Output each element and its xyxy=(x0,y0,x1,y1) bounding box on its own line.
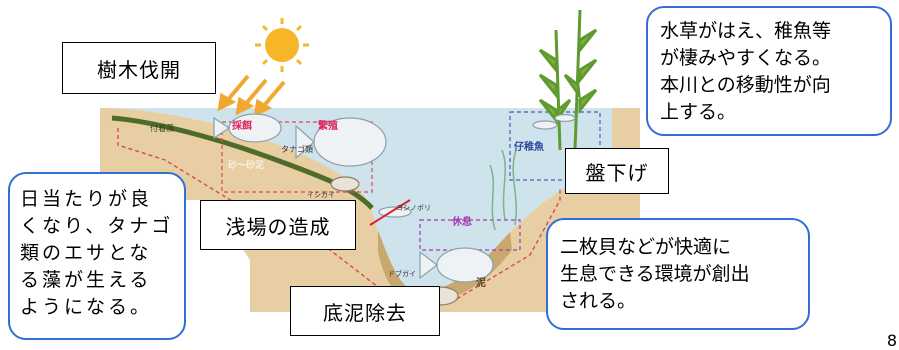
dredging-box: 底泥除去 xyxy=(290,286,440,336)
label-dobugai: ドブガイ xyxy=(388,269,416,278)
dredging-label: 底泥除去 xyxy=(323,300,407,325)
aquatic-plant-icon xyxy=(538,9,598,151)
label-sand-mud: 砂〜砂泥 xyxy=(228,159,264,171)
label-mud: 泥 xyxy=(476,276,486,289)
tree-cutting-label: 樹木伐開 xyxy=(97,57,181,82)
sun-icon xyxy=(255,18,309,72)
bivalves-callout: 二枚貝などが快適に 生息できる環境が創出 される。 xyxy=(546,218,810,330)
label-ishigai: イシガイ xyxy=(307,190,335,199)
lowering-label: 盤下げ xyxy=(585,160,649,185)
river-cross-section-diagram: 付着藻 採餌 繁殖 タナゴ類 砂〜砂泥 イシガイ ヨシノボリ 休息 仔稚魚 ドブ… xyxy=(100,9,640,312)
original-profile-dashed xyxy=(117,128,561,301)
label-tanago: タナゴ類 xyxy=(281,144,313,154)
shallows-box: 浅場の造成 xyxy=(200,200,356,250)
page-number: 8 xyxy=(886,331,897,350)
label-resting: 休息 xyxy=(451,215,472,228)
aquatic-plants-callout: 水草がはえ、稚魚等 が棲みやすくなる。 本川との移動性が向 上する。 xyxy=(646,6,892,136)
shallows-label: 浅場の造成 xyxy=(225,214,331,239)
water-area xyxy=(100,108,612,293)
label-juvenile: 仔稚魚 xyxy=(514,140,544,153)
sunlight-text: 日当たりが良 くなり、タナゴ 類のエサとな る藻が生える ようになる。 xyxy=(20,188,174,318)
fish-icon xyxy=(213,113,576,283)
label-algae: 付着藻 xyxy=(150,123,174,133)
submerged-weed-icon xyxy=(489,149,517,231)
label-breeding: 繁殖 xyxy=(317,119,338,132)
aquatic-plants-text: 水草がはえ、稚魚等 が棲みやすくなる。 本川との移動性が向 上する。 xyxy=(660,20,832,123)
bivalves-text: 二枚貝などが快適に 生息できる環境が創出 される。 xyxy=(560,236,750,312)
soil-area xyxy=(100,108,640,312)
sunray-arrows-icon xyxy=(217,74,286,118)
label-feeding: 採餌 xyxy=(232,119,252,132)
red-slash-mark xyxy=(369,199,411,226)
lowering-box: 盤下げ xyxy=(565,148,669,194)
resting-region-dashed xyxy=(419,219,521,251)
tree-cutting-box: 樹木伐開 xyxy=(62,42,216,94)
label-yoshinobori: ヨシノボリ xyxy=(396,204,431,212)
sunlight-callout: 日当たりが良 くなり、タナゴ 類のエサとな る藻が生える ようになる。 xyxy=(8,172,186,340)
